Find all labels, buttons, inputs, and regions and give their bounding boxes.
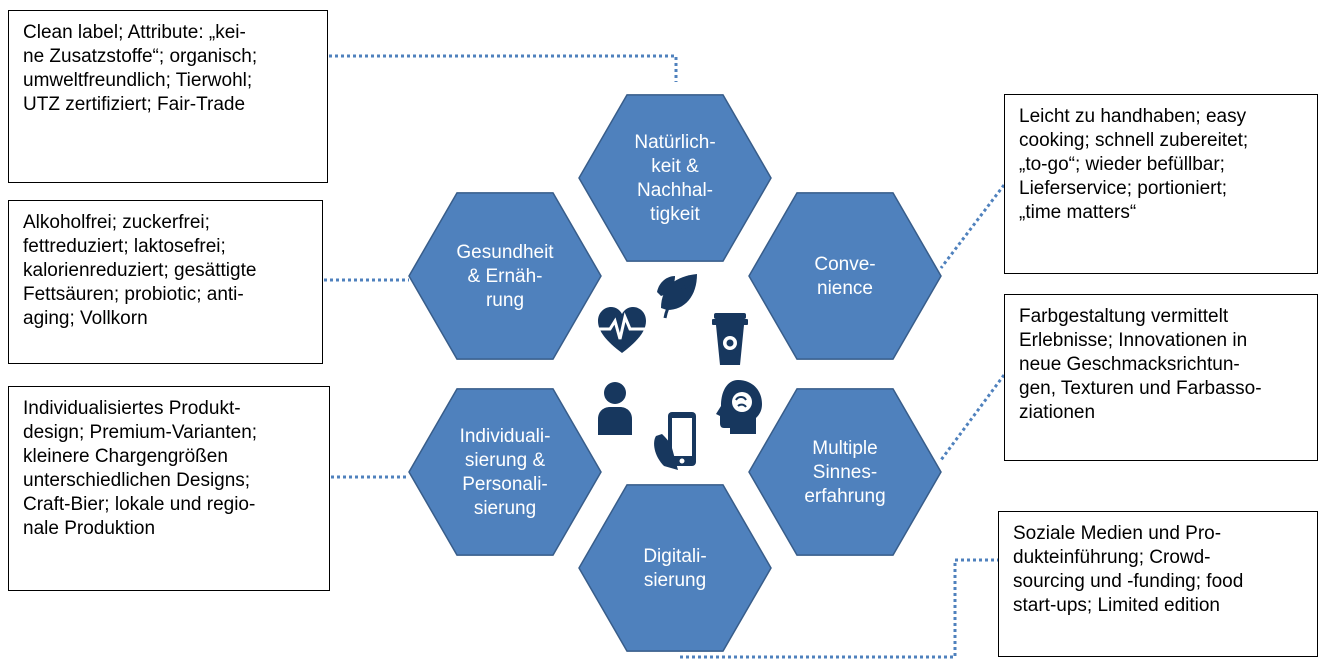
hexagon-individualization-label: Personali- <box>462 474 548 495</box>
hexagon-naturalness-label: keit & <box>651 156 699 177</box>
box-digitalization-text: Soziale Medien und Pro- dukteinführung; … <box>1013 523 1244 616</box>
box-senses: Farbgestaltung vermittelt Erlebnisse; In… <box>1004 294 1318 461</box>
box-individualization-text: Individualisiertes Produkt- design; Prem… <box>23 398 258 539</box>
heart-pulse-icon <box>594 307 650 353</box>
person-icon <box>598 382 632 435</box>
connector-senses <box>939 374 1006 461</box>
hexagon-individualization-label: Individuali- <box>460 426 551 447</box>
box-health-text: Alkoholfrei; zuckerfrei; fettreduziert; … <box>23 212 257 329</box>
hexagon-naturalness-label: tigkeit <box>650 204 700 225</box>
hexagon-individualization <box>408 388 602 556</box>
smartphone-icon <box>654 412 696 470</box>
hexagon-naturalness-label: Nachhal- <box>637 180 713 201</box>
coffee-cup-icon <box>712 313 748 365</box>
hexagon-senses-label: Multiple <box>812 438 877 459</box>
hexagon-convenience <box>748 192 942 360</box>
head-brain-icon <box>716 380 762 434</box>
hexagon-health-label: & Ernäh- <box>468 266 543 287</box>
hexagon-convenience-label: Conve- <box>814 254 875 275</box>
box-convenience-text: Leicht zu handhaben; easy cooking; schne… <box>1019 106 1249 223</box>
hexagon-cluster: Natürlich-keit & Nachhal-tigkeitGesundhei… <box>408 94 942 652</box>
hexagon-digitalization <box>578 484 772 652</box>
box-convenience: Leicht zu handhaben; easy cooking; schne… <box>1004 94 1318 274</box>
icon-ring <box>594 274 762 470</box>
box-naturalness: Clean label; Attribute: „kei- ne Zusatzs… <box>8 10 328 183</box>
connector-lines <box>324 54 1006 659</box>
hexagon-health-label: rung <box>486 290 524 311</box>
hexagon-individualization-label: sierung <box>474 498 536 519</box>
hexagon-senses-label: erfahrung <box>804 486 885 507</box>
hexagon-naturalness <box>578 94 772 262</box>
box-senses-text: Farbgestaltung vermittelt Erlebnisse; In… <box>1019 306 1262 423</box>
box-health: Alkoholfrei; zuckerfrei; fettreduziert; … <box>8 200 323 364</box>
leaf-icon <box>657 274 697 319</box>
hexagon-senses <box>748 388 942 556</box>
hexagon-digitalization-label: Digitali- <box>643 546 706 567</box>
connector-convenience <box>939 184 1006 269</box>
hexagon-health <box>408 192 602 360</box>
connector-naturalness <box>329 54 678 82</box>
box-naturalness-text: Clean label; Attribute: „kei- ne Zusatzs… <box>23 22 258 115</box>
box-digitalization: Soziale Medien und Pro- dukteinführung; … <box>998 511 1318 657</box>
hexagon-naturalness-label: Natürlich- <box>634 132 715 153</box>
hexagon-senses-label: Sinnes- <box>813 462 877 483</box>
box-individualization: Individualisiertes Produkt- design; Prem… <box>8 386 330 591</box>
hexagon-individualization-label: sierung & <box>465 450 546 471</box>
hexagon-digitalization-label: sierung <box>644 570 706 591</box>
hexagon-health-label: Gesundheit <box>456 242 554 263</box>
hexagon-convenience-label: nience <box>817 278 873 299</box>
